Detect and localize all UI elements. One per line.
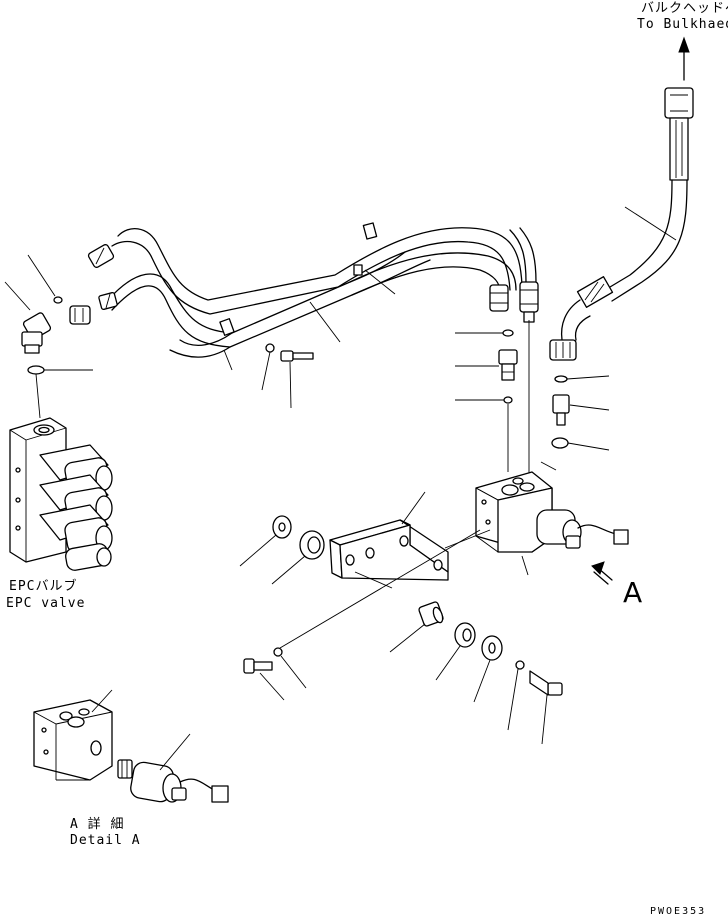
epc-valve-label-en: EPC valve: [6, 596, 86, 611]
view-arrow-icon: [591, 561, 613, 585]
view-a-label: A: [623, 576, 643, 609]
detail-a-block: [33, 699, 113, 781]
bulkhead-label-en: To Bulkhaed: [637, 17, 728, 32]
epc-valve-label-jp: EPCバルブ: [9, 579, 78, 594]
bolt-lower-left: [243, 658, 273, 674]
center-adapter: [498, 349, 518, 381]
thick-washer: [454, 622, 476, 648]
detail-a-label-en: Detail A: [70, 833, 141, 848]
hose-bundle: [87, 222, 537, 358]
detail-a-label-jp: A 詳 細: [70, 817, 125, 832]
bulkhead-label-jp: バルクヘッドへ: [641, 1, 728, 16]
detail-a-solenoid: [117, 759, 229, 803]
hose-end-fittings: [489, 281, 539, 323]
bulkhead-arrow-icon: [678, 36, 690, 81]
drawing-code: PWOE353: [650, 906, 707, 917]
mounting-bracket: [329, 519, 449, 581]
straight-adapter: [552, 394, 570, 426]
spacer-tube: [418, 601, 444, 627]
bolt-upper: [280, 350, 314, 362]
connector-fitting: [69, 305, 91, 325]
epc-valve: [9, 417, 113, 571]
bulkhead-hose: [549, 87, 694, 361]
collar-spacer: [299, 530, 325, 560]
bolt-lower-right: [529, 670, 563, 696]
valve-block: [475, 471, 629, 553]
elbow-fitting: [21, 312, 52, 354]
